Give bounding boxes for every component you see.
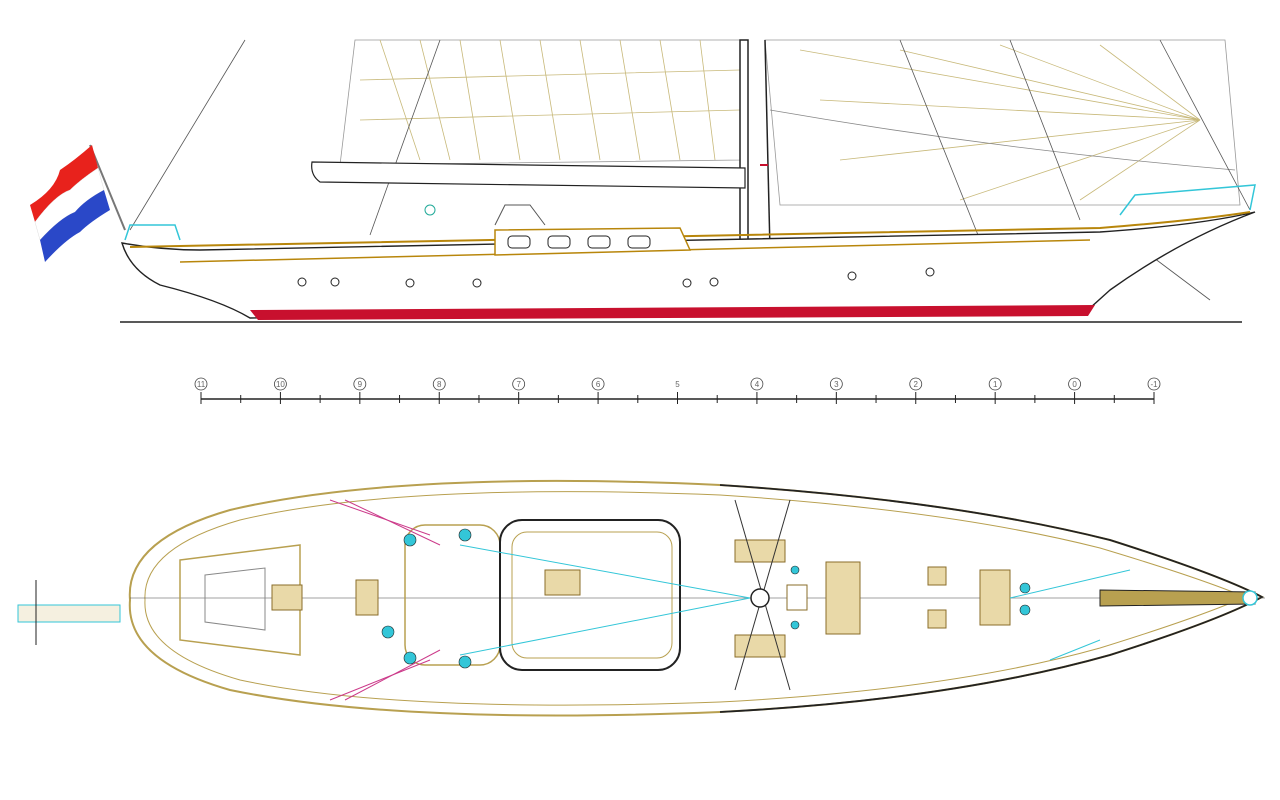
stern-platform <box>17 604 121 623</box>
station-label: 7 <box>516 380 521 389</box>
station-label: 0 <box>1072 380 1077 389</box>
aft-deckhouse <box>179 544 301 656</box>
hull-profile <box>121 211 1256 319</box>
portholes <box>297 267 935 288</box>
station-circle <box>194 377 208 391</box>
winches <box>381 528 1031 669</box>
station-circle <box>1147 377 1161 391</box>
bow-pulpit <box>1119 184 1256 216</box>
sheet-leads <box>329 499 441 701</box>
station-label: 6 <box>596 380 601 389</box>
station-circle <box>1068 377 1081 391</box>
station-label: -1 <box>1150 380 1158 389</box>
station-circle <box>829 377 843 391</box>
main-deckhouse <box>499 519 681 671</box>
station-circle <box>909 377 923 391</box>
bimini <box>494 204 546 226</box>
hatches <box>271 539 1011 658</box>
mast-plan <box>750 588 770 608</box>
station-label: 8 <box>437 380 442 389</box>
bowsprit <box>1099 589 1256 607</box>
station-circle <box>512 377 526 391</box>
waterline-stripe <box>250 305 1095 320</box>
dutch-flag <box>30 144 126 262</box>
station-circle <box>432 377 446 391</box>
deckhouse-windows <box>507 235 651 249</box>
helmsman-figure <box>424 204 436 216</box>
station-circle <box>988 377 1002 391</box>
station-circle <box>353 377 367 391</box>
profile-view <box>30 39 1256 323</box>
station-label: 2 <box>914 380 919 389</box>
station-label: 1 <box>993 380 998 389</box>
plan-view <box>17 479 1265 717</box>
station-label: 3 <box>834 380 839 389</box>
station-label: 5 <box>675 380 680 389</box>
station-label: 4 <box>755 380 760 389</box>
station-label: 11 <box>197 380 206 389</box>
station-circle <box>591 377 605 391</box>
sheer-line <box>129 211 1251 248</box>
headsail <box>764 39 1241 206</box>
station-label: 10 <box>276 380 285 389</box>
stern-rail <box>124 224 181 241</box>
boom <box>311 161 746 189</box>
genoa-sheets <box>459 544 1131 661</box>
station-circle <box>750 377 764 391</box>
station-label: 9 <box>358 380 363 389</box>
mainsail <box>339 39 741 166</box>
mast <box>739 39 749 251</box>
rigging-lines <box>129 39 1251 301</box>
station-circle <box>274 377 287 391</box>
